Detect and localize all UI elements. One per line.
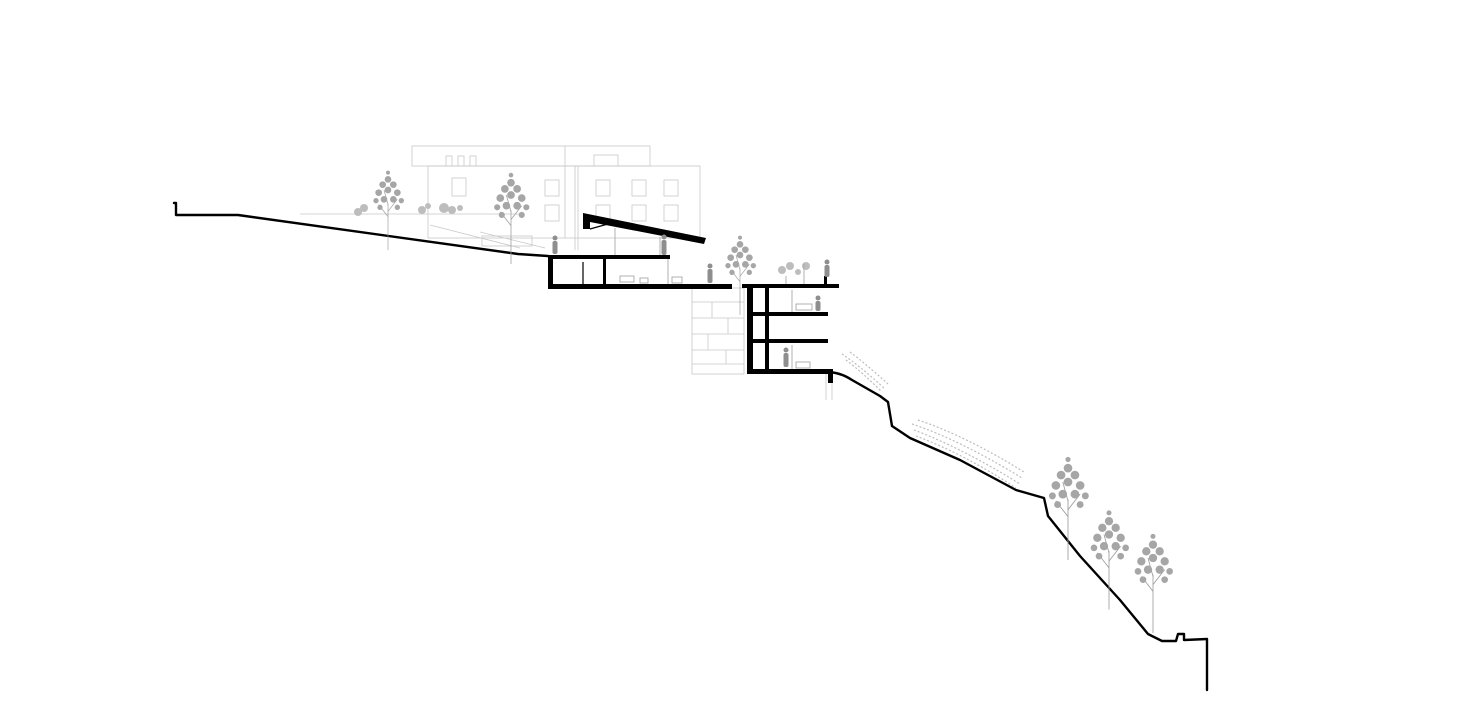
tree [1048,456,1090,561]
person-figure [552,235,558,254]
person-figure [824,259,830,277]
person-figure [661,234,667,255]
person-figure [707,263,713,283]
lower-building-section [742,276,839,383]
human-figures [552,234,830,367]
ground-profile [172,201,1209,692]
tree [1134,533,1174,634]
retaining-wall [691,287,745,375]
person-figure [815,295,821,311]
tree [1090,509,1130,610]
upper-building-section [548,213,732,289]
shrub-bands [841,351,1025,489]
trees [354,170,1174,634]
person-figure [783,347,789,367]
